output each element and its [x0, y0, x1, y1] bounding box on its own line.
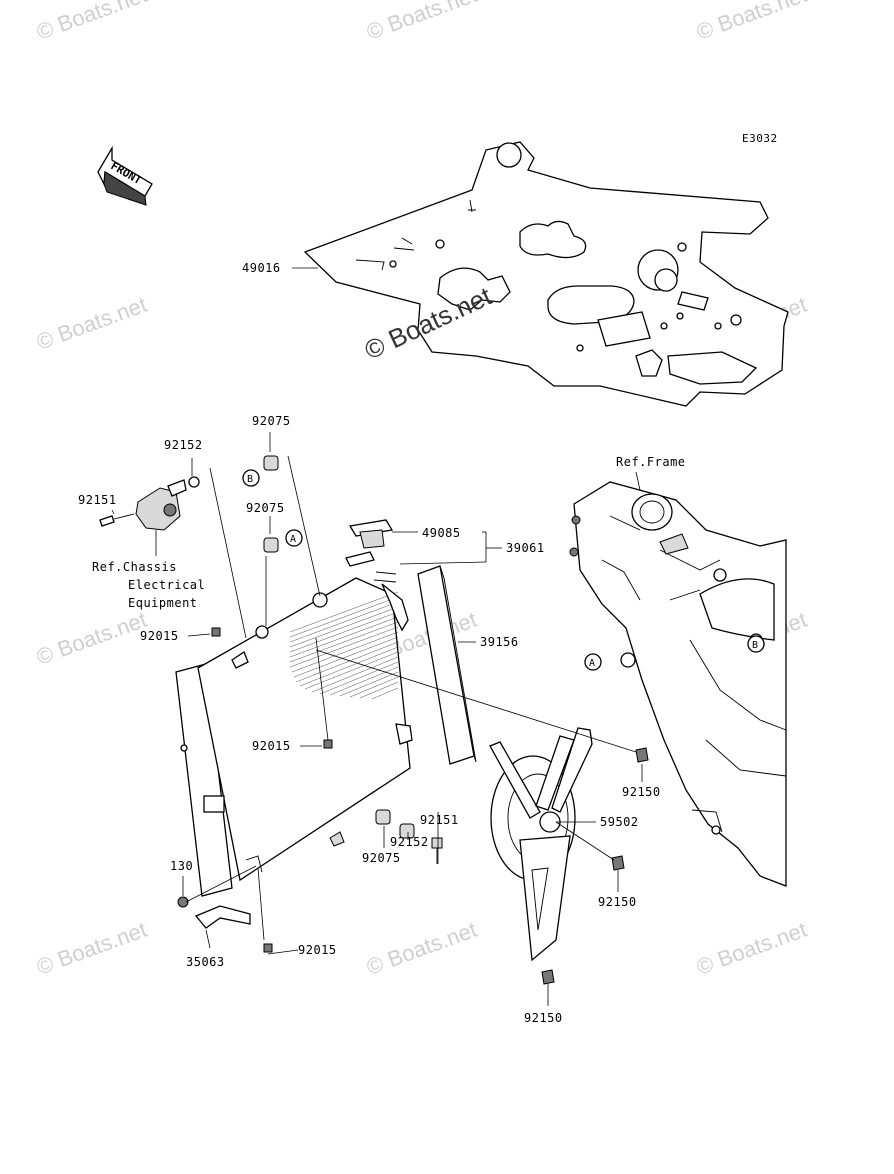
cap-gasket [345, 551, 397, 583]
watermark: © Boats.net [693, 917, 810, 980]
marker-a-frame: A [584, 653, 602, 671]
watermark: © Boats.net [33, 292, 150, 355]
radiator-cap [348, 519, 394, 549]
bolt-130 [177, 896, 189, 908]
radiator [175, 577, 413, 897]
front-arrow-icon: FRONT [97, 145, 153, 206]
watermark: © Boats.net [693, 0, 810, 45]
bolt-92151-bottom [431, 837, 443, 864]
part-label-92075-mid: 92075 [246, 501, 285, 515]
part-label-92075-bottom: 92075 [362, 851, 401, 865]
part-label-92015-bottom: 92015 [298, 943, 337, 957]
nut-92150-mid [611, 855, 625, 871]
diagram-code: E3032 [742, 132, 778, 145]
ref-equipment-label: Equipment [128, 596, 198, 610]
shroud [417, 565, 477, 765]
watermark: © Boats.net [363, 917, 480, 980]
chassis-frame [569, 481, 787, 887]
ref-frame-label: Ref.Frame [616, 455, 686, 469]
watermark: © Boats.net [33, 607, 150, 670]
svg-text:A: A [290, 534, 296, 545]
part-label-39061: 39061 [506, 541, 545, 555]
svg-text:B: B [752, 640, 758, 651]
marker-a-left: A [285, 529, 303, 547]
part-label-92150-bottom: 92150 [524, 1011, 563, 1025]
part-label-92152-top: 92152 [164, 438, 203, 452]
clip-92015-bottom [263, 943, 273, 953]
part-label-92075-top: 92075 [252, 414, 291, 428]
part-label-130: 130 [170, 859, 193, 873]
watermark: © Boats.net [33, 917, 150, 980]
part-label-49016: 49016 [242, 261, 281, 275]
part-label-92150-mid: 92150 [598, 895, 637, 909]
clip-92015-left [211, 627, 221, 637]
part-label-92015-center: 92015 [252, 739, 291, 753]
marker-b-frame: B [747, 635, 765, 653]
grommet-92075-bottom [375, 809, 391, 825]
part-label-49085: 49085 [422, 526, 461, 540]
grommet-92075-mid [263, 537, 279, 553]
cooling-fan [489, 727, 593, 962]
watermark-layer: © Boats.net © Boats.net © Boats.net © Bo… [33, 0, 810, 980]
part-label-92150-right: 92150 [622, 785, 661, 799]
marker-b-top: B [242, 469, 260, 487]
ref-chassis-label: Ref.Chassis [92, 560, 177, 574]
watermark: © Boats.net [33, 0, 150, 45]
part-label-92151-bottom: 92151 [420, 813, 459, 827]
ref-electrical-label: Electrical [128, 578, 205, 592]
svg-text:A: A [589, 658, 595, 669]
clip-92015-center [323, 739, 333, 749]
leader-lines [111, 432, 643, 1006]
part-labels: 92075 92152 92151 92075 49085 39061 9201… [78, 414, 661, 1025]
under-cover-plate [303, 141, 789, 407]
collar-92152-bottom [399, 823, 415, 839]
nut-92150-bottom [541, 969, 555, 985]
fan-switch [135, 476, 200, 531]
part-label-39156: 39156 [480, 635, 519, 649]
part-label-35063: 35063 [186, 955, 225, 969]
part-label-92015-left: 92015 [140, 629, 179, 643]
bolt-92151-top [99, 513, 135, 527]
bracket [194, 905, 251, 929]
watermark: © Boats.net [363, 0, 480, 45]
part-label-92151-top: 92151 [78, 493, 117, 507]
grommet-92075-top [263, 455, 279, 471]
nut-92150-right [635, 747, 649, 763]
svg-text:B: B [247, 474, 253, 485]
part-label-92152-bottom: 92152 [390, 835, 429, 849]
part-label-59502: 59502 [600, 815, 639, 829]
